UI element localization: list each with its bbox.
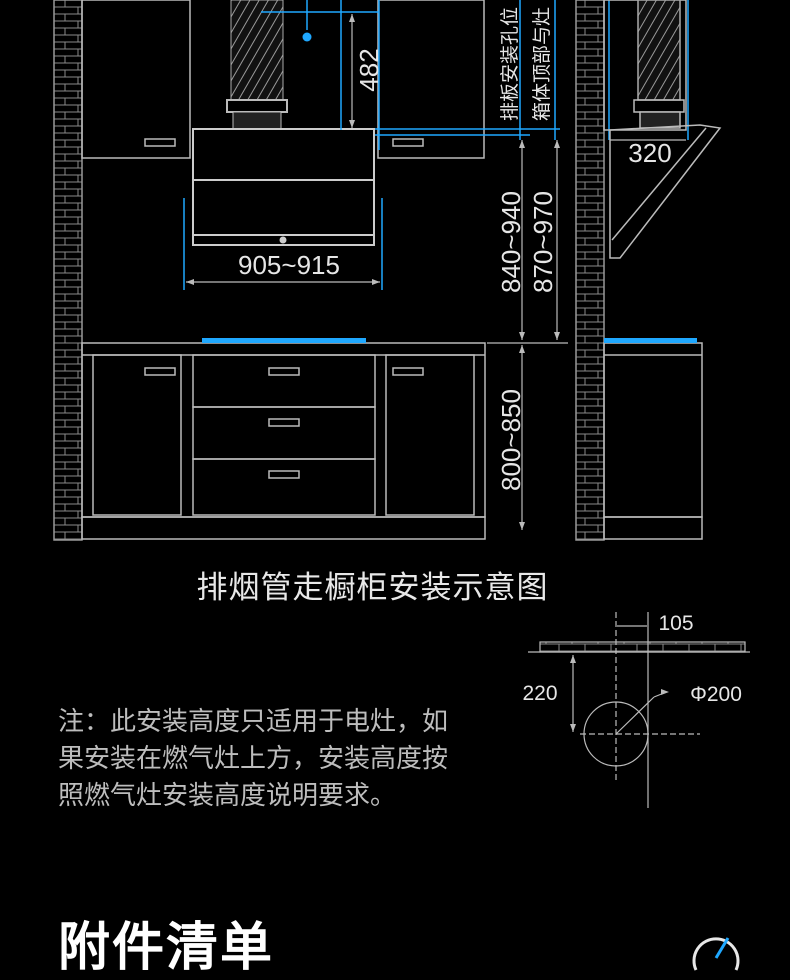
detail-offset: 105 bbox=[658, 612, 693, 635]
vertical-note-1: 排板安装孔位 bbox=[499, 7, 521, 121]
center-dot bbox=[302, 32, 312, 42]
base-cabinets bbox=[81, 342, 486, 540]
range-hood-front bbox=[192, 128, 375, 246]
duct-front bbox=[226, 0, 288, 130]
dim-mount-a: 840~940 bbox=[496, 191, 526, 293]
dim-duct-height: 482 bbox=[354, 48, 384, 91]
installation-note: 注：此安装高度只适用于电灶，如 果安装在燃气灶上方，安装高度按 照燃气灶安装高度… bbox=[58, 703, 518, 814]
cooktop-side bbox=[604, 338, 697, 343]
detail-height: 220 bbox=[522, 682, 557, 705]
detail-drawing bbox=[528, 612, 750, 808]
dim-mount-b: 870~970 bbox=[528, 191, 558, 293]
left-wall bbox=[53, 0, 83, 541]
dim-duct-side: 320 bbox=[628, 138, 671, 168]
right-wall bbox=[575, 0, 605, 541]
note-line: 果安装在燃气灶上方，安装高度按 bbox=[58, 743, 449, 773]
detail-diameter: Φ200 bbox=[690, 683, 742, 706]
dimension-lines bbox=[186, 14, 686, 530]
note-line: 照燃气灶安装高度说明要求。 bbox=[58, 780, 397, 810]
side-view bbox=[603, 0, 722, 540]
diagram-caption: 排烟管走橱柜安装示意图 bbox=[196, 570, 549, 605]
upper-cabinets bbox=[81, 0, 485, 159]
cooktop-front bbox=[202, 338, 366, 343]
section-title: 附件清单 bbox=[58, 918, 275, 978]
blue-guides bbox=[183, 0, 689, 290]
gauge-icon bbox=[692, 937, 740, 971]
vertical-note-2: 箱体顶部与灶 bbox=[531, 7, 553, 121]
note-line: 注：此安装高度只适用于电灶，如 bbox=[58, 706, 449, 736]
dim-counter: 800~850 bbox=[496, 389, 526, 491]
dim-hood-width: 905~915 bbox=[238, 250, 340, 280]
